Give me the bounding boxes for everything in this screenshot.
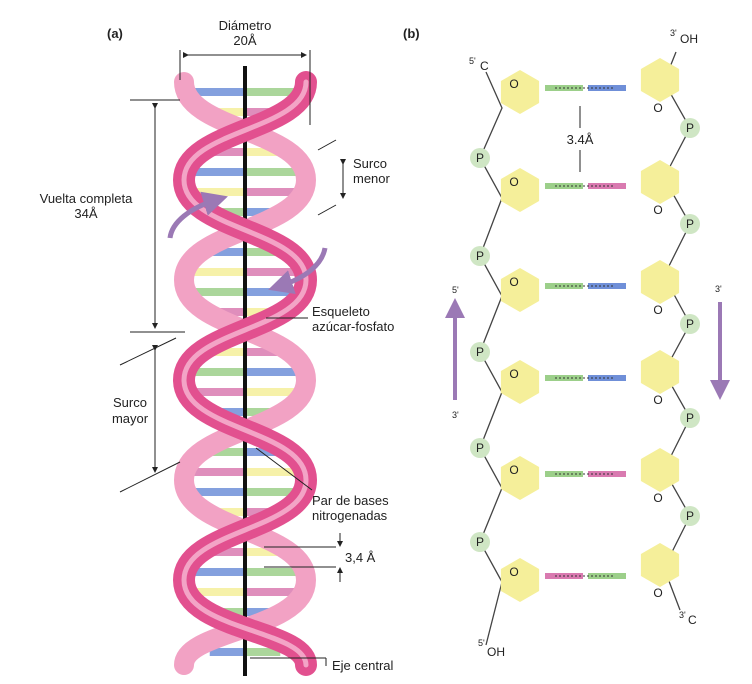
right-sugar [641, 160, 679, 204]
top-right-prime: 3' [670, 28, 677, 38]
left-sugar [501, 360, 539, 404]
left-sugar-oxygen: O [509, 367, 518, 381]
left-phosphate-label: P [476, 535, 484, 549]
diameter-label: Diámetro [219, 18, 272, 33]
left-sugar-oxygen: O [509, 175, 518, 189]
top-right-atom: OH [680, 32, 698, 46]
left-sugar [501, 168, 539, 212]
left-arrow-bottom-label: 3' [452, 410, 459, 420]
left-sugar-oxygen: O [509, 463, 518, 477]
left-phosphate-label: P [476, 441, 484, 455]
base-pair-label-2: nitrogenadas [312, 508, 388, 523]
left-arrow-top-label: 5' [452, 285, 459, 295]
right-sugar-oxygen: O [653, 203, 662, 217]
right-phosphate-label: P [686, 317, 694, 331]
right-phosphate-label: P [686, 509, 694, 523]
left-sugar [501, 456, 539, 500]
left-phosphate-label: P [476, 345, 484, 359]
left-sugar [501, 558, 539, 602]
right-sugar [641, 58, 679, 102]
top-left-prime: 5' [469, 56, 476, 66]
diameter-value: 20Å [233, 33, 256, 48]
right-sugar-oxygen: O [653, 393, 662, 407]
right-phosphate-label: P [686, 217, 694, 231]
top-left-atom: C [480, 59, 489, 73]
panel-b-label: (b) [403, 26, 420, 41]
left-sugar-oxygen: O [509, 77, 518, 91]
left-sugar-oxygen: O [509, 275, 518, 289]
right-sugar-oxygen: O [653, 101, 662, 115]
right-phosphate-label: P [686, 411, 694, 425]
axis-label: Eje central [332, 658, 394, 673]
spacing-label: 3.4Å [567, 132, 594, 147]
right-sugar-oxygen: O [653, 586, 662, 600]
panel-a: (a) Diámetro 20Å Vuelta completa 34Å Sur… [40, 18, 395, 676]
left-sugar-oxygen: O [509, 565, 518, 579]
bottom-left-prime: 5' [478, 638, 485, 648]
backbone-label-2: azúcar-fosfato [312, 319, 394, 334]
bottom-right-atom: C [688, 613, 697, 627]
left-phosphate-label: P [476, 151, 484, 165]
rise-label: 3,4 Å [345, 550, 376, 565]
full-turn-label: Vuelta completa [40, 191, 134, 206]
major-groove-label: Surco [113, 395, 147, 410]
left-sugar [501, 70, 539, 114]
panel-a-label: (a) [107, 26, 123, 41]
backbone-label: Esqueleto [312, 304, 370, 319]
major-groove-label-2: mayor [112, 411, 149, 426]
right-sugar-oxygen: O [653, 491, 662, 505]
bottom-left-atom: OH [487, 645, 505, 659]
minor-groove-label-2: menor [353, 171, 391, 186]
right-sugar [641, 260, 679, 304]
bottom-right-prime: 3' [679, 610, 686, 620]
left-sugar [501, 268, 539, 312]
right-arrow-top-label: 3' [715, 284, 722, 294]
base-pair-label: Par de bases [312, 493, 389, 508]
right-sugar-oxygen: O [653, 303, 662, 317]
right-phosphate-label: P [686, 121, 694, 135]
left-phosphate-label: P [476, 249, 484, 263]
minor-groove-label: Surco [353, 156, 387, 171]
full-turn-value: 34Å [74, 206, 97, 221]
